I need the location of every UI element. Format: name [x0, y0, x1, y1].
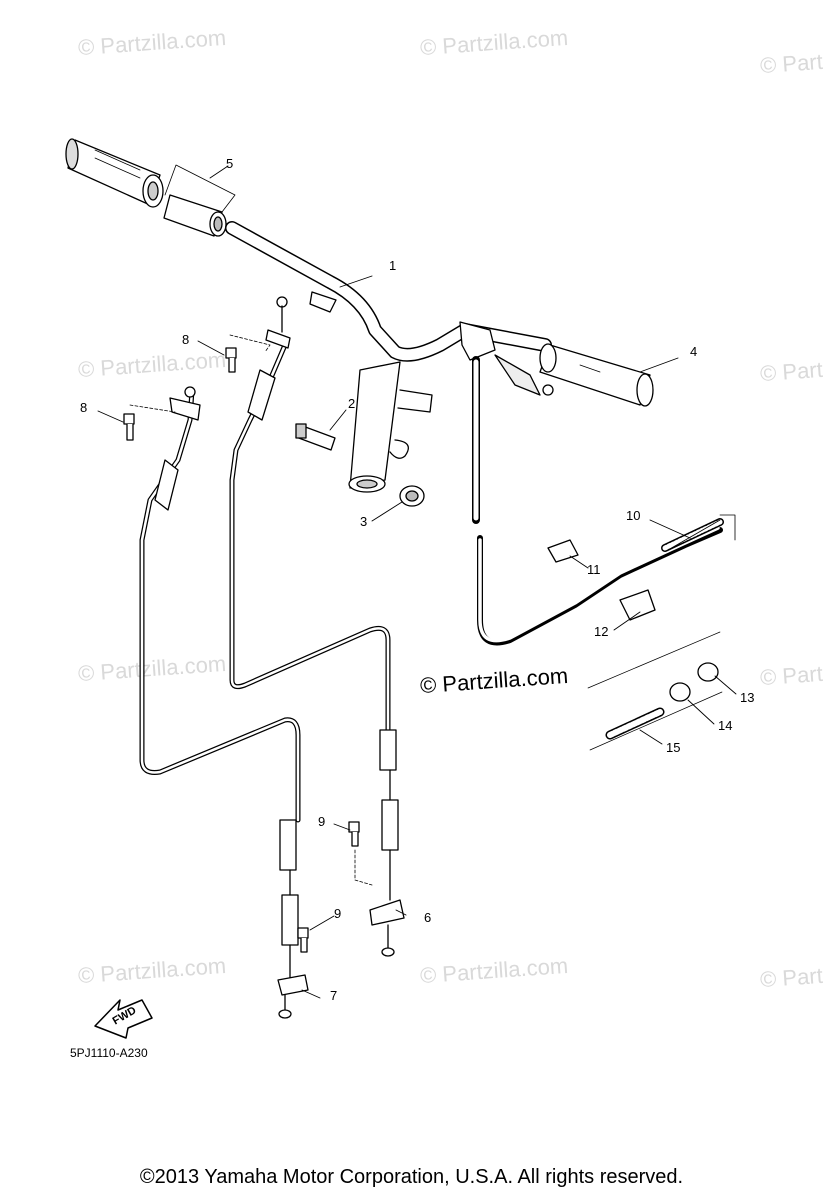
- callout-3: 3: [360, 514, 368, 529]
- callout-1: 1: [389, 258, 397, 273]
- handlebar-part: [225, 221, 554, 493]
- left-grip-part: [65, 138, 227, 237]
- callout-6: 6: [424, 910, 432, 925]
- callout-2: 2: [348, 396, 356, 411]
- callout-9: 9: [334, 906, 342, 921]
- nut-part: [399, 485, 425, 507]
- cable-right-outer: [229, 296, 405, 957]
- callout-14: 14: [718, 718, 733, 733]
- cable-left-outer: [139, 386, 309, 1019]
- callout-13: 13: [740, 690, 755, 705]
- callout-10: 10: [626, 508, 641, 523]
- screw-part: [123, 347, 360, 953]
- fwd-arrow-icon: [94, 999, 153, 1039]
- callout-15: 15: [666, 740, 681, 755]
- right-grip-part: [539, 343, 654, 407]
- guide-lines: [129, 164, 736, 886]
- callout-4: 4: [690, 344, 698, 359]
- leader-lines: [97, 165, 737, 999]
- callout-8: 8: [182, 332, 190, 347]
- bolt-part: [295, 423, 336, 451]
- adjuster-parts: [587, 631, 723, 751]
- brake-cable-right: [472, 356, 724, 646]
- callout-7: 7: [330, 988, 338, 1003]
- callout-9: 9: [318, 814, 326, 829]
- cable-holder-part: [619, 589, 656, 621]
- diagram-code: 5PJ1110-A230: [70, 1046, 148, 1060]
- callout-11: 11: [587, 562, 601, 577]
- copyright-notice: ©2013 Yamaha Motor Corporation, U.S.A. A…: [139, 1166, 684, 1188]
- callout-8: 8: [80, 400, 88, 415]
- callout-12: 12: [594, 624, 609, 639]
- callout-5: 5: [226, 156, 234, 171]
